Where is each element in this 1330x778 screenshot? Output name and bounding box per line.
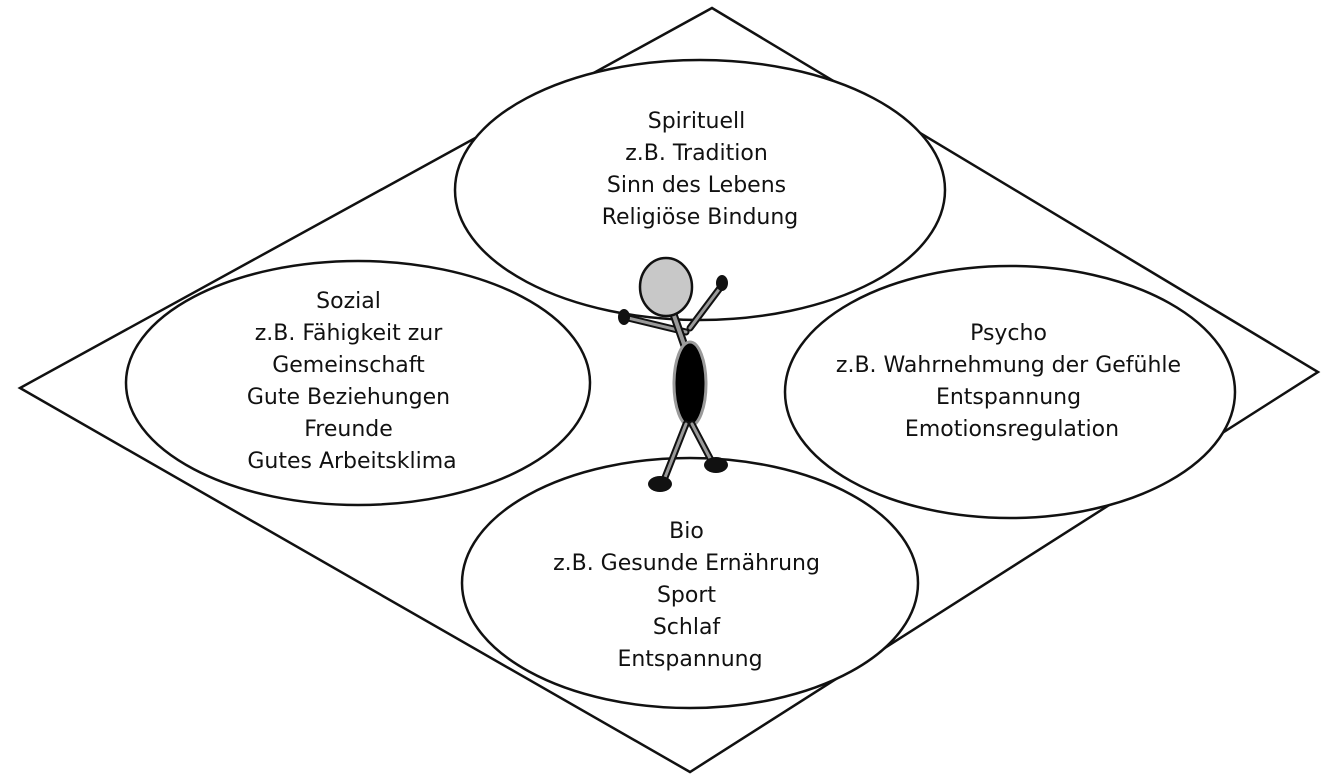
text-sozial: Sozial z.B. Fähigkeit zur Gemeinschaft G…: [247, 289, 457, 474]
right-leg-highlight-icon: [690, 422, 714, 464]
bio-line-0: Bio: [669, 519, 704, 544]
left-foot-icon: [648, 476, 672, 492]
sozial-line-0: Sozial: [316, 289, 381, 314]
bio-line-2: Sport: [657, 583, 716, 608]
spirituell-line-1: z.B. Tradition: [625, 141, 768, 166]
spirituell-line-2: Sinn des Lebens: [607, 173, 786, 198]
right-arm-highlight-icon: [688, 286, 722, 330]
psycho-line-1: z.B. Wahrnehmung der Gefühle: [836, 353, 1181, 378]
spirituell-line-3: Religiöse Bindung: [602, 205, 799, 230]
sozial-line-4: Freunde: [304, 417, 393, 442]
left-leg-highlight-icon: [662, 422, 688, 482]
left-hand-icon: [618, 309, 630, 325]
bio-line-4: Entspannung: [617, 647, 762, 672]
stick-figure-icon: [618, 256, 728, 492]
right-foot-icon: [704, 457, 728, 473]
psycho-line-2: Entspannung: [936, 385, 1081, 410]
torso-icon: [672, 340, 708, 428]
bio-line-3: Schlaf: [653, 615, 722, 640]
sozial-line-1: z.B. Fähigkeit zur: [255, 321, 443, 346]
sozial-line-2: Gemeinschaft: [272, 353, 425, 378]
psycho-line-3: Emotionsregulation: [905, 417, 1119, 442]
psycho-line-0: Psycho: [970, 321, 1047, 346]
text-bio: Bio z.B. Gesunde Ernährung Sport Schlaf …: [553, 519, 827, 672]
ellipse-psycho: [783, 264, 1237, 520]
spirituell-line-0: Spirituell: [648, 109, 746, 134]
ellipse-sozial: [124, 259, 592, 507]
text-psycho: Psycho z.B. Wahrnehmung der Gefühle Ents…: [836, 321, 1188, 442]
ellipse-bio: [460, 456, 920, 710]
text-spirituell: Spirituell z.B. Tradition Sinn des Leben…: [602, 109, 799, 230]
bio-line-1: z.B. Gesunde Ernährung: [553, 551, 820, 576]
sozial-line-3: Gute Beziehungen: [247, 385, 450, 410]
head-icon: [638, 256, 694, 318]
outer-diamond: [17, 6, 1321, 774]
right-hand-icon: [716, 275, 728, 291]
sozial-line-5: Gutes Arbeitsklima: [247, 449, 456, 474]
